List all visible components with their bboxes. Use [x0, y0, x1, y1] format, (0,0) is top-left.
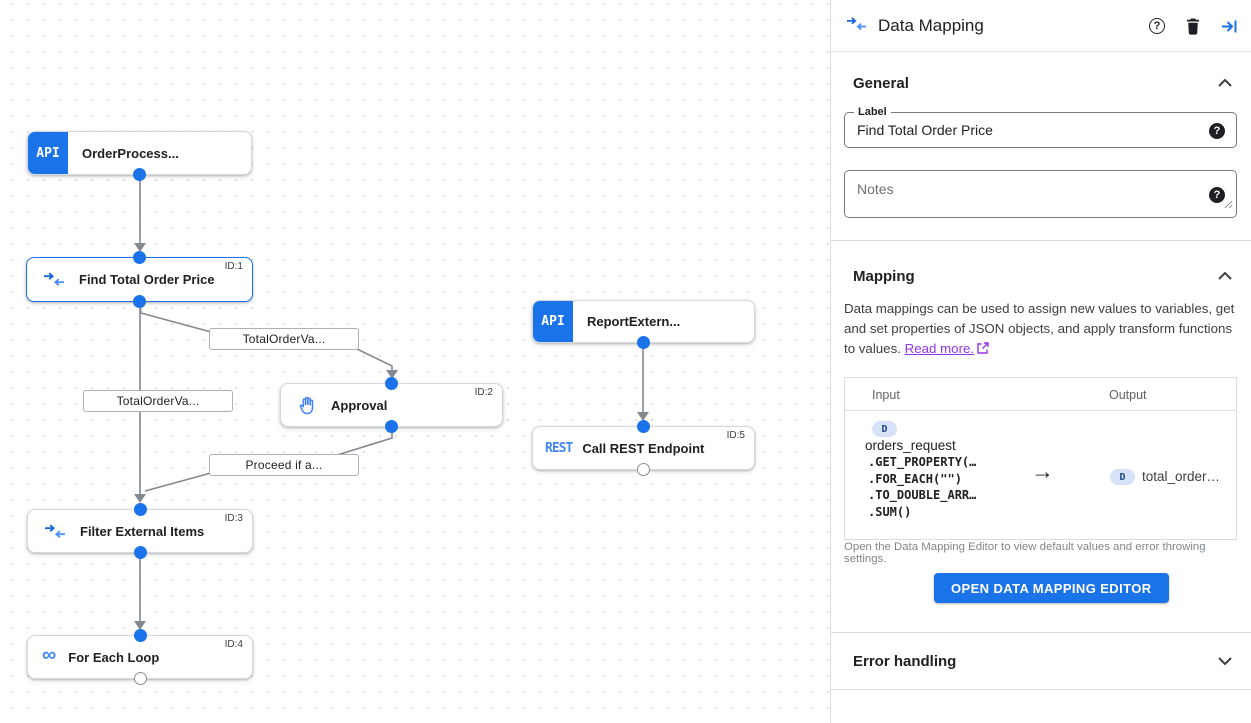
node-for-each-loop[interactable]: ∞ For Each Loop ID:4	[27, 629, 253, 685]
chevron-up-icon	[1218, 79, 1232, 87]
data-mapping-icon	[44, 523, 66, 539]
approval-hand-icon	[297, 395, 317, 416]
section-general-toggle[interactable]: General	[853, 74, 1232, 92]
notes-field: ?	[844, 170, 1237, 218]
node-id: ID:2	[474, 387, 493, 398]
chevron-up-icon	[1218, 272, 1232, 280]
output-port[interactable]	[133, 546, 147, 559]
read-more-link[interactable]: Read more.	[904, 341, 975, 356]
output-port[interactable]	[637, 336, 650, 349]
trash-icon[interactable]	[1184, 17, 1202, 35]
config-panel: Data Mapping ? General Label ? ?	[830, 0, 1251, 723]
rest-icon: REST	[545, 440, 573, 456]
output-port[interactable]	[385, 420, 398, 433]
api-icon: API	[533, 301, 573, 342]
external-link-icon	[977, 340, 989, 360]
api-icon: API	[28, 132, 68, 174]
node-filter-external-items[interactable]: Filter External Items ID:3	[27, 503, 253, 559]
input-variable: orders_request	[865, 438, 956, 453]
input-port[interactable]	[385, 377, 398, 390]
description-text: Data mappings can be used to assign new …	[844, 301, 1235, 356]
node-id: ID:5	[726, 430, 745, 441]
output-column-header: Output	[1109, 388, 1147, 402]
section-title: Mapping	[853, 267, 915, 285]
help-icon[interactable]: ?	[1209, 187, 1225, 203]
node-label: ReportExtern...	[587, 314, 681, 329]
mapping-arrow-icon: →	[1031, 458, 1054, 484]
node-label: OrderProcess...	[82, 145, 179, 161]
node-label: Approval	[331, 397, 388, 413]
output-port[interactable]	[133, 295, 146, 308]
output-variable: total_order…	[1142, 469, 1221, 484]
node-find-total-order-price[interactable]: Find Total Order Price ID:1	[26, 251, 253, 308]
panel-header: Data Mapping ?	[831, 0, 1251, 52]
label-field: Label ?	[844, 106, 1237, 148]
node-approval[interactable]: Approval ID:2	[280, 377, 503, 433]
data-mapping-icon	[43, 272, 65, 287]
section-mapping-toggle[interactable]: Mapping	[853, 267, 1232, 285]
mapping-description: Data mappings can be used to assign new …	[844, 299, 1242, 360]
node-order-process-trigger[interactable]: API OrderProcess...	[27, 131, 252, 181]
node-id: ID:4	[224, 639, 243, 650]
panel-title: Data Mapping	[878, 15, 984, 35]
resize-grip-icon[interactable]	[1224, 196, 1233, 214]
workflow-edges	[134, 176, 649, 630]
transform-functions: .GET_PROPERTY(… .FOR_EACH("") .TO_DOUBLE…	[868, 455, 977, 519]
node-report-extern-trigger[interactable]: API ReportExtern...	[532, 300, 755, 349]
input-port[interactable]	[133, 251, 146, 264]
output-port[interactable]	[133, 672, 147, 685]
mapping-table: Input Output D orders_request .GET_PROPE…	[844, 377, 1237, 540]
section-error-handling-toggle[interactable]: Error handling	[853, 652, 1232, 670]
variable-type-badge: D	[1110, 469, 1135, 485]
output-port[interactable]	[133, 168, 146, 181]
node-id: ID:1	[224, 261, 243, 272]
edge-label[interactable]: TotalOrderVa...	[209, 328, 359, 350]
collapse-panel-icon[interactable]	[1220, 17, 1238, 35]
edge-label[interactable]: Proceed if a...	[209, 454, 359, 476]
help-icon[interactable]: ?	[1148, 17, 1166, 35]
input-port[interactable]	[133, 629, 147, 642]
input-column-header: Input	[872, 388, 900, 402]
open-data-mapping-editor-button[interactable]: OPEN DATA MAPPING EDITOR	[934, 573, 1169, 603]
divider	[831, 632, 1251, 633]
node-label: For Each Loop	[68, 649, 160, 665]
input-port[interactable]	[133, 503, 147, 516]
edge-label[interactable]: TotalOrderVa...	[83, 390, 233, 412]
output-port[interactable]	[637, 463, 650, 476]
data-mapping-icon	[846, 16, 867, 37]
node-call-rest-endpoint[interactable]: REST Call REST Endpoint ID:5	[532, 420, 755, 476]
node-label: Filter External Items	[80, 523, 205, 539]
label-input[interactable]	[845, 113, 1236, 147]
workflow-canvas[interactable]: TotalOrderVa... TotalOrderVa... Proceed …	[0, 0, 830, 723]
chevron-down-icon	[1218, 657, 1232, 665]
mapping-table-header: Input Output	[845, 378, 1236, 411]
node-id: ID:3	[224, 513, 243, 524]
variable-type-badge: D	[872, 421, 897, 437]
mapping-editor-caption: Open the Data Mapping Editor to view def…	[844, 541, 1206, 565]
question-glyph: ?	[1149, 18, 1165, 34]
node-label: Call REST Endpoint	[582, 440, 705, 456]
loop-infinity-icon: ∞	[42, 644, 57, 666]
node-label: Find Total Order Price	[79, 272, 215, 287]
help-icon[interactable]: ?	[1209, 123, 1225, 139]
notes-input[interactable]	[845, 171, 1236, 217]
section-title: General	[853, 74, 909, 92]
divider	[831, 689, 1251, 690]
section-title: Error handling	[853, 652, 957, 670]
input-port[interactable]	[637, 420, 650, 433]
divider	[831, 240, 1251, 241]
